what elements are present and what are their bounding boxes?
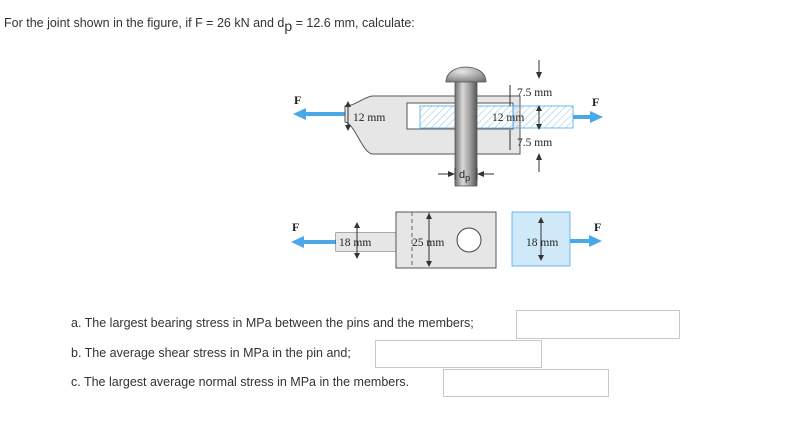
dim-dp (438, 168, 494, 180)
left-force-arrow-top (293, 108, 345, 120)
force-label-bottom-left: F (292, 220, 299, 234)
label-18mm-left: 18 mm (339, 237, 371, 249)
left-force-arrow-bottom (291, 236, 336, 248)
dim-18mm-right (538, 217, 544, 261)
question-c-label: c. The largest average normal stress in … (71, 375, 410, 389)
label-12mm-left: 12 mm (353, 112, 385, 124)
problem-statement: For the joint shown in the figure, if F … (4, 14, 415, 34)
pin (445, 66, 487, 187)
answer-c-input[interactable] (443, 369, 609, 397)
right-force-arrow-top (573, 111, 603, 123)
dim-12mm-left (345, 101, 351, 131)
dim-12mm-right (536, 105, 542, 130)
label-18mm-right: 18 mm (526, 237, 558, 249)
dim-7-5mm-top (509, 60, 542, 106)
label-dp: dp (459, 169, 470, 183)
dim-7-5mm-bottom (509, 130, 542, 172)
question-a-label: a. The largest bearing stress in MPa bet… (71, 316, 474, 330)
label-7-5mm-bottom: 7.5 mm (517, 137, 552, 149)
dim-18mm-left (354, 222, 360, 259)
answer-b-input[interactable] (375, 340, 542, 368)
pin-hole-bottom (456, 227, 482, 253)
statement-subscript: p (284, 18, 293, 34)
dim-25mm (426, 213, 432, 267)
answer-a-input[interactable] (516, 310, 680, 339)
label-12mm-right: 12 mm (492, 112, 524, 124)
force-label-top-left: F (294, 93, 301, 107)
label-7-5mm-top: 7.5 mm (517, 87, 552, 99)
statement-suffix: = 12.6 mm, calculate: (292, 16, 415, 30)
label-25mm: 25 mm (412, 237, 444, 249)
question-b-label: b. The average shear stress in MPa in th… (71, 346, 351, 360)
force-label-top-right: F (592, 95, 599, 109)
right-force-arrow-bottom (570, 235, 602, 247)
statement-prefix: For the joint shown in the figure, if F … (4, 16, 285, 30)
force-label-bottom-right: F (594, 220, 601, 234)
